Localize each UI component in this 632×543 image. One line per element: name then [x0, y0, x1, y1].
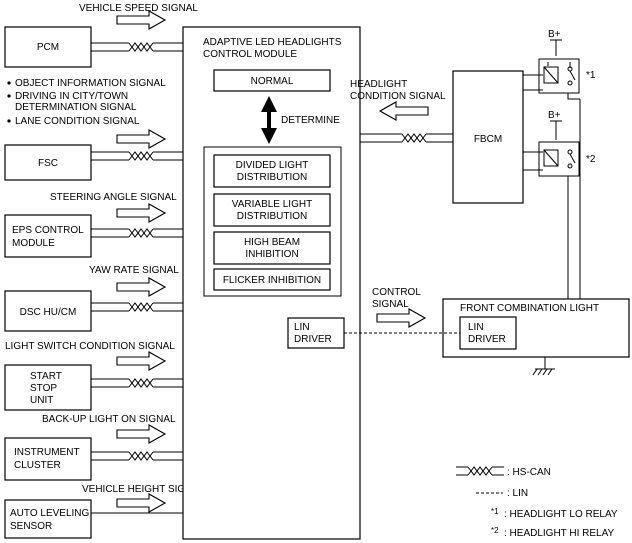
high-beam-1: HIGH BEAM — [244, 237, 300, 248]
hs-can-dsc — [116, 302, 166, 312]
start-stop-label-3: UNIT — [30, 395, 53, 406]
light-switch-signal: LIGHT SWITCH CONDITION SIGNAL — [5, 341, 175, 352]
hs-can-fsc — [116, 151, 166, 161]
driving-city-signal-1: DRIVING IN CITY/TOWN — [15, 91, 128, 102]
bullet-1 — [7, 81, 11, 85]
fsc-box — [4, 144, 92, 181]
object-info-signal: OBJECT INFORMATION SIGNAL — [15, 78, 166, 89]
ground-icon — [532, 357, 555, 376]
bullet-2 — [7, 94, 11, 98]
hs-can-pcm — [116, 42, 166, 52]
relay-lo-supply: B+ — [548, 29, 561, 40]
headlight-condition-1: HEADLIGHT — [350, 79, 407, 90]
legend-lo-text: : HEADLIGHT LO RELAY — [504, 509, 618, 520]
auto-leveling-label-1: AUTO LEVELING — [10, 508, 90, 519]
control-module-title-2: CONTROL MODULE — [203, 49, 297, 60]
determine-label: DETERMINE — [281, 115, 340, 126]
divided-light-1: DIVIDED LIGHT — [236, 160, 309, 171]
lin-driver-front — [459, 316, 517, 350]
arrow-steering-angle — [116, 203, 166, 223]
backup-light-signal: BACK-UP LIGHT ON SIGNAL — [42, 414, 176, 425]
hs-can-start-stop — [116, 378, 166, 388]
driving-city-signal-2: DETERMINATION SIGNAL — [15, 102, 137, 113]
high-beam-box — [213, 231, 331, 265]
legend-hs-can-icon — [455, 466, 505, 476]
arrow-headlight-condition — [379, 101, 429, 121]
instrument-label-2: CLUSTER — [14, 460, 61, 471]
legend-lo-mark: *1 — [491, 507, 499, 516]
hs-can-fbcm — [389, 133, 439, 143]
lane-condition-signal: LANE CONDITION SIGNAL — [15, 116, 140, 127]
eps-box — [4, 214, 92, 258]
hs-can-instrument — [116, 451, 166, 461]
instrument-label-1: INSTRUMENT — [14, 447, 80, 458]
hs-can-eps — [116, 228, 166, 238]
headlight-condition-2: CONDITION SIGNAL — [350, 91, 446, 102]
arrow-yaw-rate — [116, 277, 166, 297]
control-module-title-1: ADAPTIVE LED HEADLIGHTS — [203, 37, 342, 48]
control-signal-1: CONTROL — [372, 287, 421, 298]
relay-hi: B+ *2 — [523, 110, 596, 182]
arrow-backup-light — [116, 424, 166, 444]
auto-leveling-label-2: SENSOR — [10, 521, 52, 532]
variable-light-2: DISTRIBUTION — [237, 211, 308, 222]
vehicle-height-signal: VEHICLE HEIGHT SIGNAL — [82, 484, 205, 495]
front-combination-title: FRONT COMBINATION LIGHT — [460, 303, 599, 314]
flicker-label: FLICKER INHIBITION — [223, 275, 321, 286]
dsc-box — [4, 290, 92, 332]
bullet-3 — [7, 119, 11, 123]
arrow-fsc — [116, 129, 166, 149]
start-stop-label-1: START — [30, 371, 62, 382]
pcm-box — [4, 26, 92, 68]
relay-hi-mark: *2 — [586, 154, 596, 165]
arrow-vehicle-height — [116, 493, 166, 513]
relay-lo: B+ *1 — [523, 29, 596, 100]
steering-angle-signal: STEERING ANGLE SIGNAL — [50, 192, 177, 203]
eps-label-2: MODULE — [12, 238, 55, 249]
arrow-light-switch — [116, 351, 166, 371]
normal-box — [213, 69, 331, 92]
normal-label: NORMAL — [251, 76, 294, 87]
vehicle-speed-signal: VEHICLE SPEED SIGNAL — [79, 3, 198, 14]
arrow-control-signal — [376, 308, 426, 328]
legend-hs-can: : HS-CAN — [507, 467, 551, 478]
auto-leveling-box — [4, 499, 92, 539]
lin-driver-module-2: DRIVER — [294, 334, 332, 345]
fsc-label: FSC — [38, 158, 58, 169]
fbcm-box — [452, 70, 524, 204]
start-stop-label-2: STOP — [30, 383, 57, 394]
lin-driver-module-1: LIN — [294, 322, 310, 333]
variable-light-1: VARIABLE LIGHT — [232, 199, 312, 210]
legend-hi-mark: *2 — [491, 526, 499, 535]
lin-driver-front-2: DRIVER — [468, 334, 506, 345]
pcm-label: PCM — [37, 42, 59, 53]
function-group — [203, 146, 342, 297]
high-beam-2: INHIBITION — [245, 249, 298, 260]
instrument-box — [4, 437, 92, 481]
divided-light-box — [213, 154, 331, 188]
legend-lin: : LIN — [507, 488, 528, 499]
yaw-rate-signal: YAW RATE SIGNAL — [89, 265, 179, 276]
variable-light-box — [213, 193, 331, 227]
relay-hi-supply: B+ — [548, 110, 561, 121]
dsc-label: DSC HU/CM — [20, 307, 77, 318]
divided-light-2: DISTRIBUTION — [237, 172, 308, 183]
eps-label-1: EPS CONTROL — [12, 225, 84, 236]
determine-arrow — [261, 96, 277, 144]
control-signal-2: SIGNAL — [372, 299, 409, 310]
relay-lo-mark: *1 — [586, 70, 596, 81]
legend-hi-text: : HEADLIGHT HI RELAY — [504, 528, 615, 539]
flicker-box — [213, 268, 331, 291]
fbcm-label: FBCM — [474, 134, 502, 145]
lin-driver-front-1: LIN — [468, 322, 484, 333]
